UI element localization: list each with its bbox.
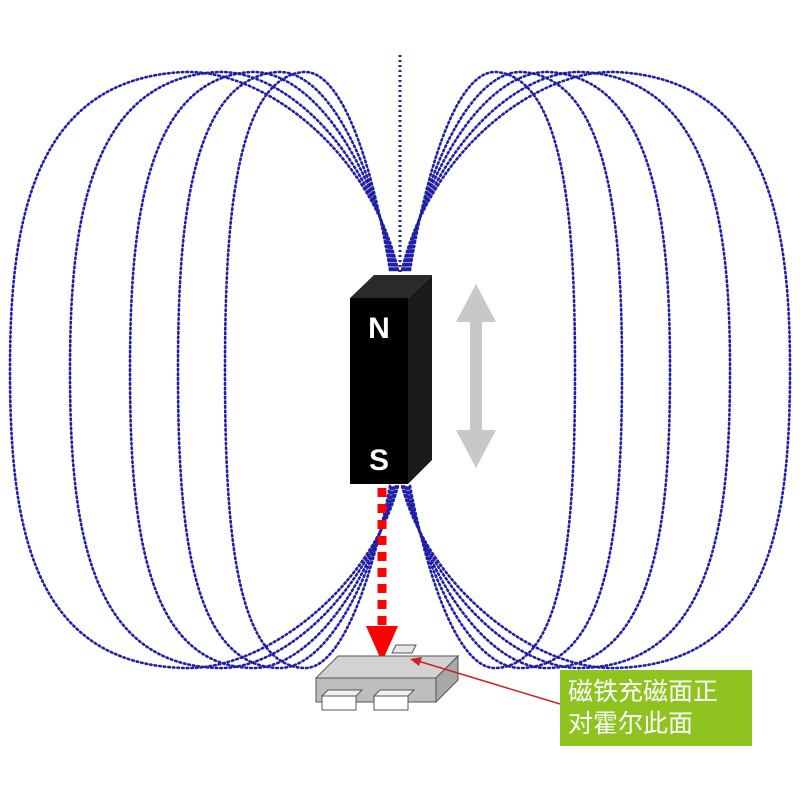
callout-leader-line [410, 657, 561, 705]
dashed-down-arrow-icon [366, 488, 398, 662]
field-lines [8, 70, 792, 670]
field-loop [8, 70, 400, 670]
field-loop [128, 70, 396, 670]
field-loop [408, 70, 577, 670]
hall-sensor-chip-icon [314, 644, 460, 711]
field-loop [406, 70, 624, 670]
magnet-front-face [350, 298, 408, 484]
double-vertical-arrow-icon [456, 284, 496, 468]
field-loop [176, 70, 394, 670]
magnet-top-face [350, 275, 432, 298]
field-loop [402, 70, 732, 670]
field-loop [404, 70, 672, 670]
callout-label: 磁铁充磁面正 对霍尔此面 [560, 670, 752, 746]
field-loop [223, 70, 392, 670]
field-loop [400, 70, 792, 670]
magnet-side-face [408, 275, 432, 484]
south-pole-label: S [369, 444, 389, 477]
bar-magnet: N S [350, 275, 432, 484]
field-loop [68, 70, 398, 670]
callout-line-2: 对霍尔此面 [568, 709, 694, 738]
callout-line-1: 磁铁充磁面正 [568, 677, 719, 706]
north-pole-label: N [368, 312, 390, 345]
